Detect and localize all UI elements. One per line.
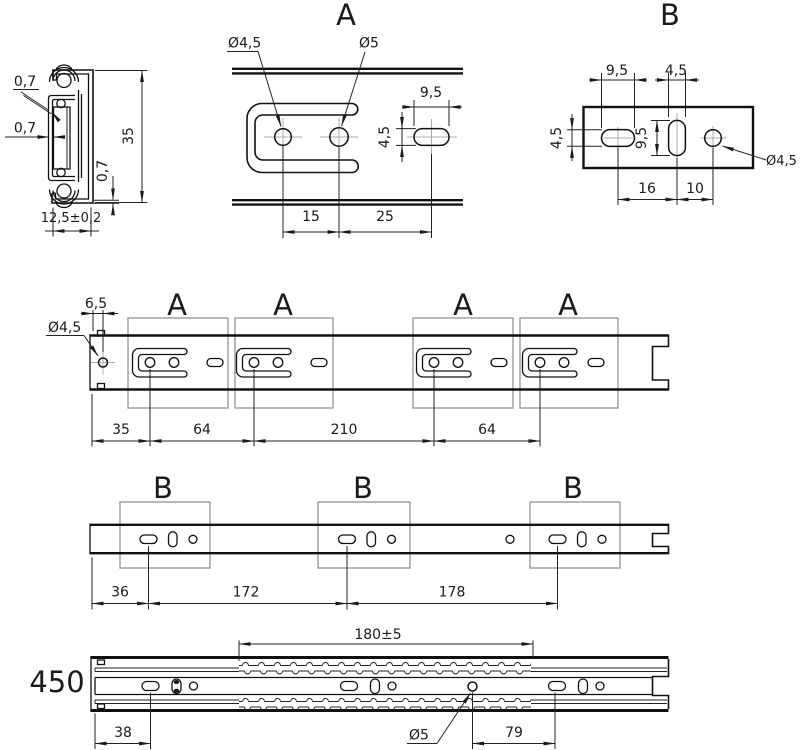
rail-b-label-2: B: [353, 471, 373, 505]
rail-b-label-3: B: [563, 471, 583, 505]
detail-a-title: A: [336, 0, 356, 32]
dim-assembly-pitch-1: 38: [114, 725, 132, 741]
assembly-front-hole: [467, 681, 478, 692]
dim-cross-wall-side: 0,7: [14, 121, 36, 137]
dim-detail-a-hole-large: Ø5: [359, 36, 379, 52]
rail-b-view: B B B 36 172 178: [89, 471, 670, 610]
rail-a-hole-group: [131, 347, 224, 378]
dim-rail-b-pitch-3: 178: [439, 585, 466, 601]
dim-rail-a-pitch-4: 64: [478, 422, 496, 438]
rail-a-hole-group: [235, 347, 328, 378]
dim-rail-a-pitch-3: 210: [331, 422, 358, 438]
assembly-hole-group: [339, 678, 397, 695]
rail-a-label-4: A: [558, 288, 578, 322]
rail-b-hole-group: [337, 531, 397, 548]
dim-rail-a-pitch-2: 64: [193, 422, 211, 438]
detail-a-view: A Ø4,5 Ø5 9,5 4,5 15 25: [227, 0, 463, 238]
assembly-view: 450: [29, 627, 670, 749]
rail-a-label-3: A: [453, 288, 473, 322]
dim-detail-a-hole-small: Ø4,5: [228, 36, 261, 52]
dim-rail-a-edge-offset: 6,5: [85, 296, 107, 312]
assembly-length-label: 450: [29, 665, 84, 699]
detail-b-title: B: [660, 0, 680, 32]
dim-detail-b-pitch-2: 10: [686, 181, 704, 197]
dim-detail-b-hole: Ø4,5: [766, 154, 797, 169]
dim-detail-b-pitch-1: 16: [638, 181, 656, 197]
dim-detail-b-slot-width: 9,5: [606, 63, 628, 79]
rail-a-label-2: A: [273, 288, 293, 322]
rail-b-hole-group: [548, 531, 607, 548]
rail-b-label-1: B: [153, 471, 173, 505]
dim-cross-wall-bottom: 0,7: [95, 160, 111, 182]
rail-a-view: A A A A 6,5 Ø4,5 35 64 210 64: [46, 288, 670, 447]
dim-cross-width: 12,5±0,2: [41, 211, 102, 226]
rail-a-hole-group: [521, 347, 605, 378]
rail-a-label-1: A: [167, 288, 187, 322]
dim-detail-b-slot-height-side: 4,5: [549, 127, 565, 149]
dim-detail-b-slot-gap: 4,5: [665, 63, 687, 79]
dim-detail-a-pitch-1: 15: [302, 209, 320, 225]
assembly-hole-group: [547, 678, 605, 695]
dim-rail-b-pitch-1: 36: [111, 585, 129, 601]
rail-b-hole-group: [139, 531, 198, 548]
detail-b-view: B 9,5 4,5 4,5 9,5 Ø4,5: [549, 0, 797, 205]
dim-detail-a-pitch-2: 25: [376, 209, 394, 225]
cross-section-view: 0,7 0,7 0,7 35 12,5±0,2: [5, 64, 148, 237]
rail-b-lone-hole: [505, 534, 515, 544]
dim-assembly-hole: Ø5: [409, 728, 429, 744]
dim-assembly-ball-travel: 180±5: [354, 627, 401, 643]
dim-rail-a-edge-hole: Ø4,5: [48, 320, 81, 336]
dim-detail-a-slot-height: 4,5: [377, 126, 393, 148]
dim-detail-b-slot-height: 9,5: [634, 127, 650, 149]
assembly-hole-group: [141, 678, 199, 695]
dim-assembly-pitch-2: 79: [505, 725, 523, 741]
rail-a-hole-group: [415, 347, 508, 378]
dim-detail-a-slot-width: 9,5: [420, 85, 442, 101]
dim-cross-wall-top: 0,7: [14, 74, 36, 90]
dim-rail-b-pitch-2: 172: [233, 585, 260, 601]
dim-rail-a-pitch-1: 35: [112, 422, 130, 438]
dim-cross-height: 35: [121, 127, 137, 145]
